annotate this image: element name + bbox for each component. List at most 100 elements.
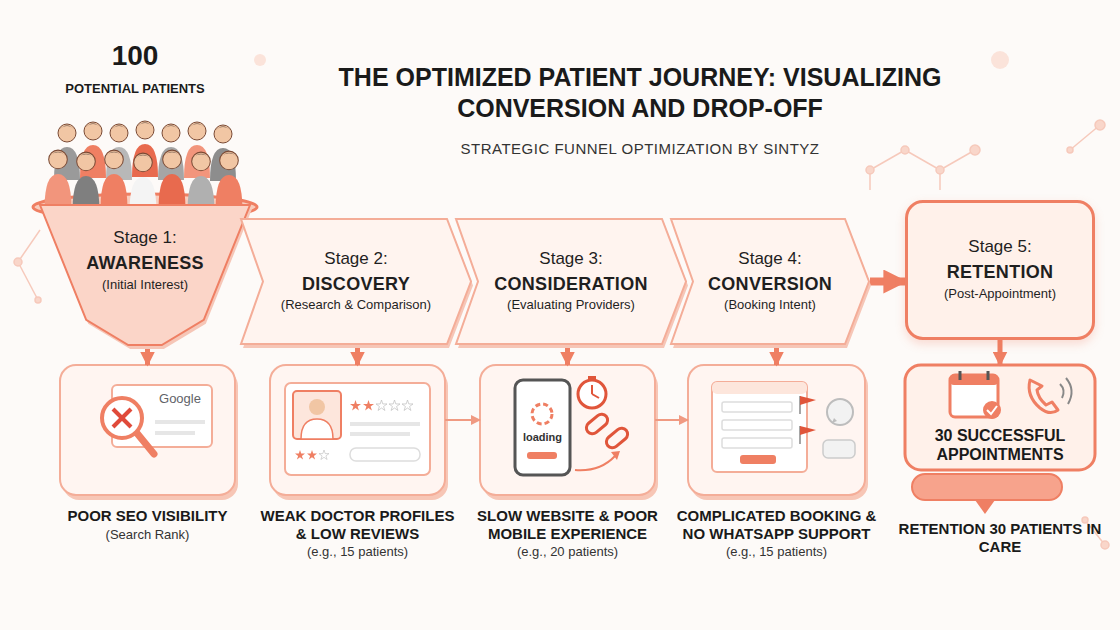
appointment-icon-part [1060, 384, 1064, 398]
network-decor-part [35, 297, 41, 303]
card-caption-group: WEAK DOCTOR PROFILES & LOW REVIEWS (e.g.,… [256, 507, 459, 562]
card-note: (Search Rank) [46, 527, 249, 542]
stage-subtitle: (Research & Comparison) [281, 297, 431, 313]
profile-icon-part [293, 391, 341, 439]
booking-form-icon-part [823, 440, 855, 458]
appointment-icon [950, 371, 1072, 419]
count-number: 100 [55, 40, 215, 72]
stage-fill [40, 205, 250, 345]
network-decor-part [870, 150, 905, 170]
appointment-icon-part [1066, 378, 1072, 404]
problem-card: COMPLICATED BOOKING & NO WHATSAPP SUPPOR… [688, 365, 865, 495]
stage-number: Stage 3: [539, 248, 602, 269]
search-icon-part [155, 431, 195, 435]
card-heading: SLOW WEBSITE & POOR MOBILE EXPERIENCE [466, 507, 669, 542]
search-icon-part [155, 420, 205, 424]
card-heading: POOR SEO VISIBILITY [46, 507, 249, 525]
profile-icon-part [285, 383, 430, 475]
booking-form-icon-part [800, 426, 816, 435]
search-engine-name: Google [150, 392, 210, 407]
slow-phone-icon [515, 376, 630, 475]
appointment-icon-part [1029, 380, 1058, 413]
search-icon-part [113, 409, 131, 427]
flow-arrow [870, 278, 905, 286]
appointment-icon-part [987, 406, 997, 414]
stage-name: DISCOVERY [302, 273, 410, 296]
booking-form-icon-part [740, 455, 776, 464]
stage-shape: Stage 2:DISCOVERY(Research & Comparison) [240, 218, 472, 345]
funnel-crowd-part [216, 151, 243, 209]
stage-name: CONSIDERATION [494, 273, 648, 296]
appointment-icon-part [959, 371, 962, 380]
network-decor-part [254, 54, 266, 66]
slow-phone-icon-part [527, 452, 557, 459]
stage-text-group: Stage 1:AWARENESS(Initial Interest) [40, 205, 250, 345]
card-heading: COMPLICATED BOOKING & NO WHATSAPP SUPPOR… [674, 507, 879, 542]
stage-subtitle: (Booking Intent) [724, 297, 816, 313]
card-heading: WEAK DOCTOR PROFILES & LOW REVIEWS [256, 507, 459, 542]
flow-arrow [565, 345, 570, 365]
profile-icon-part [389, 400, 400, 410]
funnel-crowd-part [73, 152, 100, 210]
slow-phone-icon-part [611, 451, 620, 460]
booking-form-icon-part [722, 402, 792, 412]
card-caption-group: COMPLICATED BOOKING & NO WHATSAPP SUPPOR… [674, 507, 879, 562]
count-caption: POTENTIAL PATIENTS [35, 82, 235, 97]
network-decor-part [14, 258, 22, 266]
profile-icon-part [402, 400, 413, 410]
title-text: THE OPTIMIZED PATIENT JOURNEY: VISUALIZI… [285, 62, 995, 125]
booking-form-icon-part [800, 396, 816, 405]
stage-subtitle: (Initial Interest) [102, 277, 188, 293]
card-note: (e.g., 15 patients) [256, 544, 459, 559]
card-inner-text: 30 SUCCESSFUL APPOINTMENTS [913, 427, 1087, 464]
result-text: 30 SUCCESSFUL APPOINTMENTS [913, 427, 1087, 464]
stage-name: CONVERSION [708, 273, 832, 296]
booking-form-icon [712, 382, 855, 472]
booking-form-icon-part [722, 438, 792, 448]
stage-shape: Stage 5:RETENTION(Post-Appointment) [905, 200, 1095, 340]
flow-arrow [998, 340, 1003, 365]
card-note: (e.g., 20 patients) [466, 544, 669, 559]
network-decor-part [1095, 120, 1105, 130]
slow-phone-icon-part [592, 394, 599, 398]
card-frames-part [270, 365, 445, 495]
search-icon-part [113, 409, 131, 427]
card-caption-group: POOR SEO VISIBILITY (Search Rank) [46, 507, 249, 544]
card-frames-part [912, 474, 1062, 500]
stage-text-group: Stage 5:RETENTION(Post-Appointment) [908, 203, 1092, 337]
stage-text-group: Stage 2:DISCOVERY(Research & Comparison) [240, 218, 472, 345]
flow-arrow [655, 419, 688, 421]
card-frames [60, 365, 1095, 514]
problem-card: SLOW WEBSITE & POOR MOBILE EXPERIENCE(e.… [480, 365, 655, 495]
subtitle-text: STRATEGIC FUNNEL OPTIMIZATION BY SINTYZ [380, 140, 900, 157]
profile-icon-part [376, 400, 387, 410]
profile-icon-part [350, 422, 420, 426]
stage-number: Stage 5: [968, 236, 1031, 257]
booking-form-icon-part [712, 382, 807, 472]
stage-fill [456, 219, 686, 344]
appointment-icon-part [987, 371, 990, 380]
stage-fill [671, 219, 869, 344]
card-frames-part [60, 365, 235, 495]
slow-phone-icon-part [515, 380, 570, 475]
stage-subtitle: (Evaluating Providers) [507, 297, 635, 313]
funnel-crowd-part [130, 153, 157, 211]
card-heading: RETENTION 30 PATIENTS IN CARE [891, 520, 1109, 555]
loading-text: loading [517, 431, 568, 444]
card-frames-part [975, 500, 995, 514]
search-icon-part [136, 432, 154, 454]
network-decor [14, 51, 1109, 549]
slow-phone-icon-part [604, 426, 630, 451]
network-decor-part [936, 166, 944, 174]
network-decor-part [1067, 147, 1073, 153]
search-icon-part [102, 398, 142, 438]
profile-icon-part [350, 448, 420, 461]
network-decor-part [940, 150, 975, 170]
booking-form-icon-part [722, 420, 792, 430]
booking-form-icon-part [827, 399, 853, 425]
slow-phone-icon-part [591, 385, 593, 394]
card-caption-group: SLOW WEBSITE & POOR MOBILE EXPERIENCE (e.… [466, 507, 669, 562]
stage-subtitle: (Post-Appointment) [944, 286, 1056, 302]
network-decor-part [866, 166, 874, 174]
network-decor-part [991, 51, 1009, 69]
